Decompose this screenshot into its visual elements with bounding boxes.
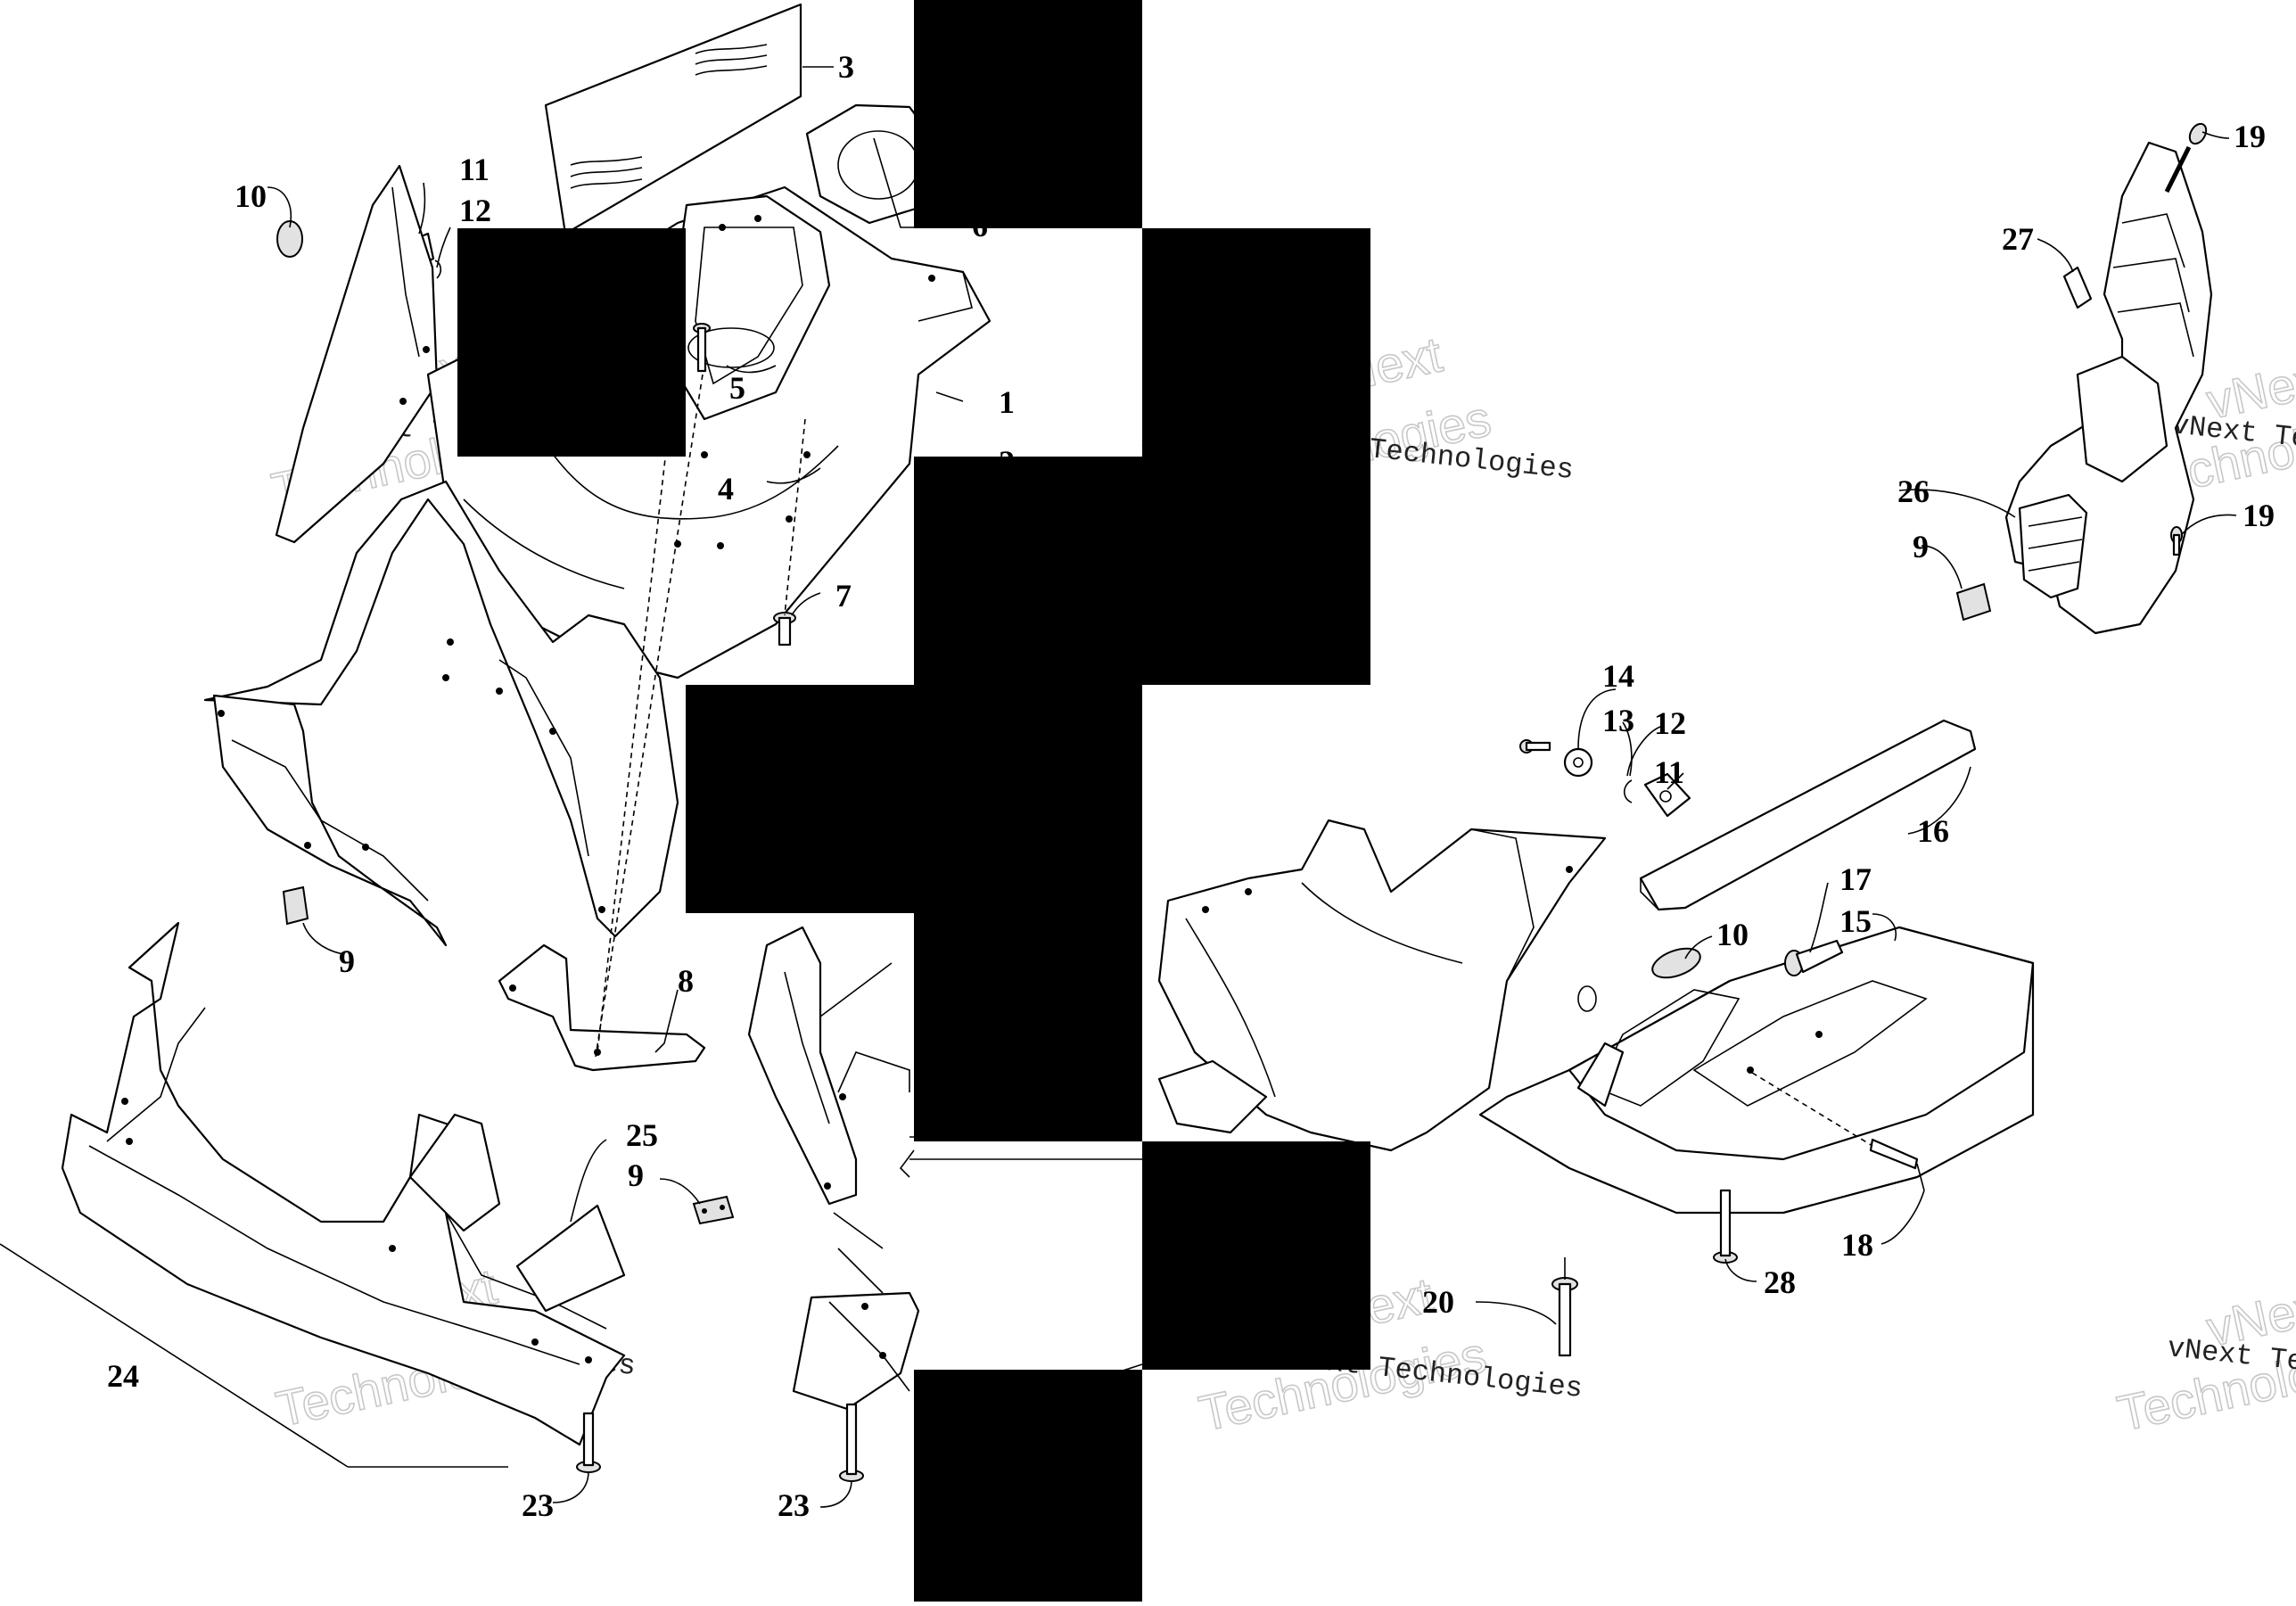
assembly-lines-top-left [595,372,806,1058]
callout-20: 20 [1422,1284,1454,1320]
callout-19: 19 [2234,119,2266,154]
part-10-clip-right [1651,947,1701,979]
callout-27: 27 [2002,221,2034,257]
callout-8: 8 [678,963,694,999]
callout-25: 25 [626,1117,658,1153]
part-14-bolt [1519,739,1551,754]
part-23-screw-left [576,1412,601,1473]
callout-14: 14 [1602,658,1634,694]
part-9-clip [692,1195,735,1225]
part-18-rivet [1751,1072,1925,1191]
part-25-pad [515,1204,626,1313]
part-15-front-panel [1478,926,2035,1215]
part-middle-side-panel [747,926,920,1411]
callout-16: 16 [1917,813,1949,849]
callout-24: 24 [107,1358,139,1394]
part-28-screw [1713,1189,1738,1264]
callout-10: 10 [1716,917,1749,952]
callout-26: 26 [1897,474,1930,509]
redaction-block [914,685,1142,913]
part-27-clip [2062,266,2093,309]
part-12-clip [1623,779,1633,803]
part-9-clip-right [1955,582,1992,622]
callout-9: 9 [628,1157,644,1193]
callout-19: 19 [2243,498,2275,533]
part-10-clip [276,220,303,258]
callout-13: 13 [1602,703,1634,738]
callout-12: 12 [459,193,491,228]
leader-lines [267,66,2237,1508]
redaction-block [457,228,686,457]
callout-12: 12 [1654,705,1686,741]
callout-9: 9 [1913,529,1929,564]
visible-fragments [899,436,1160,1374]
callout-11: 11 [1654,754,1684,790]
part-11-nut [1643,772,1691,818]
redaction-block [914,457,1142,685]
part-20-rivet [1551,1257,1578,1357]
part-19-screw-top [2164,122,2208,194]
redaction-block [914,0,1142,228]
callout-4: 4 [718,471,734,507]
callout-28: 28 [1764,1264,1796,1300]
callout-18: 18 [1841,1227,1873,1263]
part-23-screw-mid [839,1403,864,1482]
part-center-body [1157,819,1607,1152]
part-16-rail [1639,719,1977,911]
redaction-block [1142,228,1370,457]
callout-3: 3 [838,49,854,85]
part-left-side-panel [275,164,439,544]
part-9-clip [282,885,309,926]
redaction-block [686,685,914,913]
callout-17: 17 [1839,861,1872,897]
callout-11: 11 [459,152,490,187]
part-13-washer [1563,747,1593,778]
callout-23: 23 [778,1487,810,1523]
assembly-lines-mid [819,962,893,1294]
callout-7: 7 [835,578,852,614]
redaction-block [914,913,1142,1141]
part-17-pin [1784,939,1844,976]
callout-23: 23 [522,1487,554,1523]
part-front-frame [203,480,679,947]
callout-1: 1 [999,384,1015,420]
redaction-block [1142,1141,1370,1370]
part-windshield-panel [544,3,802,235]
callout-5: 5 [729,370,745,406]
part-5-rivet [693,323,711,373]
redaction-block [914,1370,1142,1602]
redaction-block [1142,457,1370,685]
part-26-grille-assembly [2004,141,2213,635]
callout-labels: 3 6 10 11 12 5 1 2 4 7 9 8 25 9 24 23 23… [107,49,2275,1523]
part-24-bottom-pan [0,921,626,1468]
redaction-blocks [457,0,1370,1602]
callout-9: 9 [339,943,355,979]
part-7-fastener [773,612,796,647]
callout-15: 15 [1839,903,1872,939]
callout-10: 10 [235,178,267,214]
